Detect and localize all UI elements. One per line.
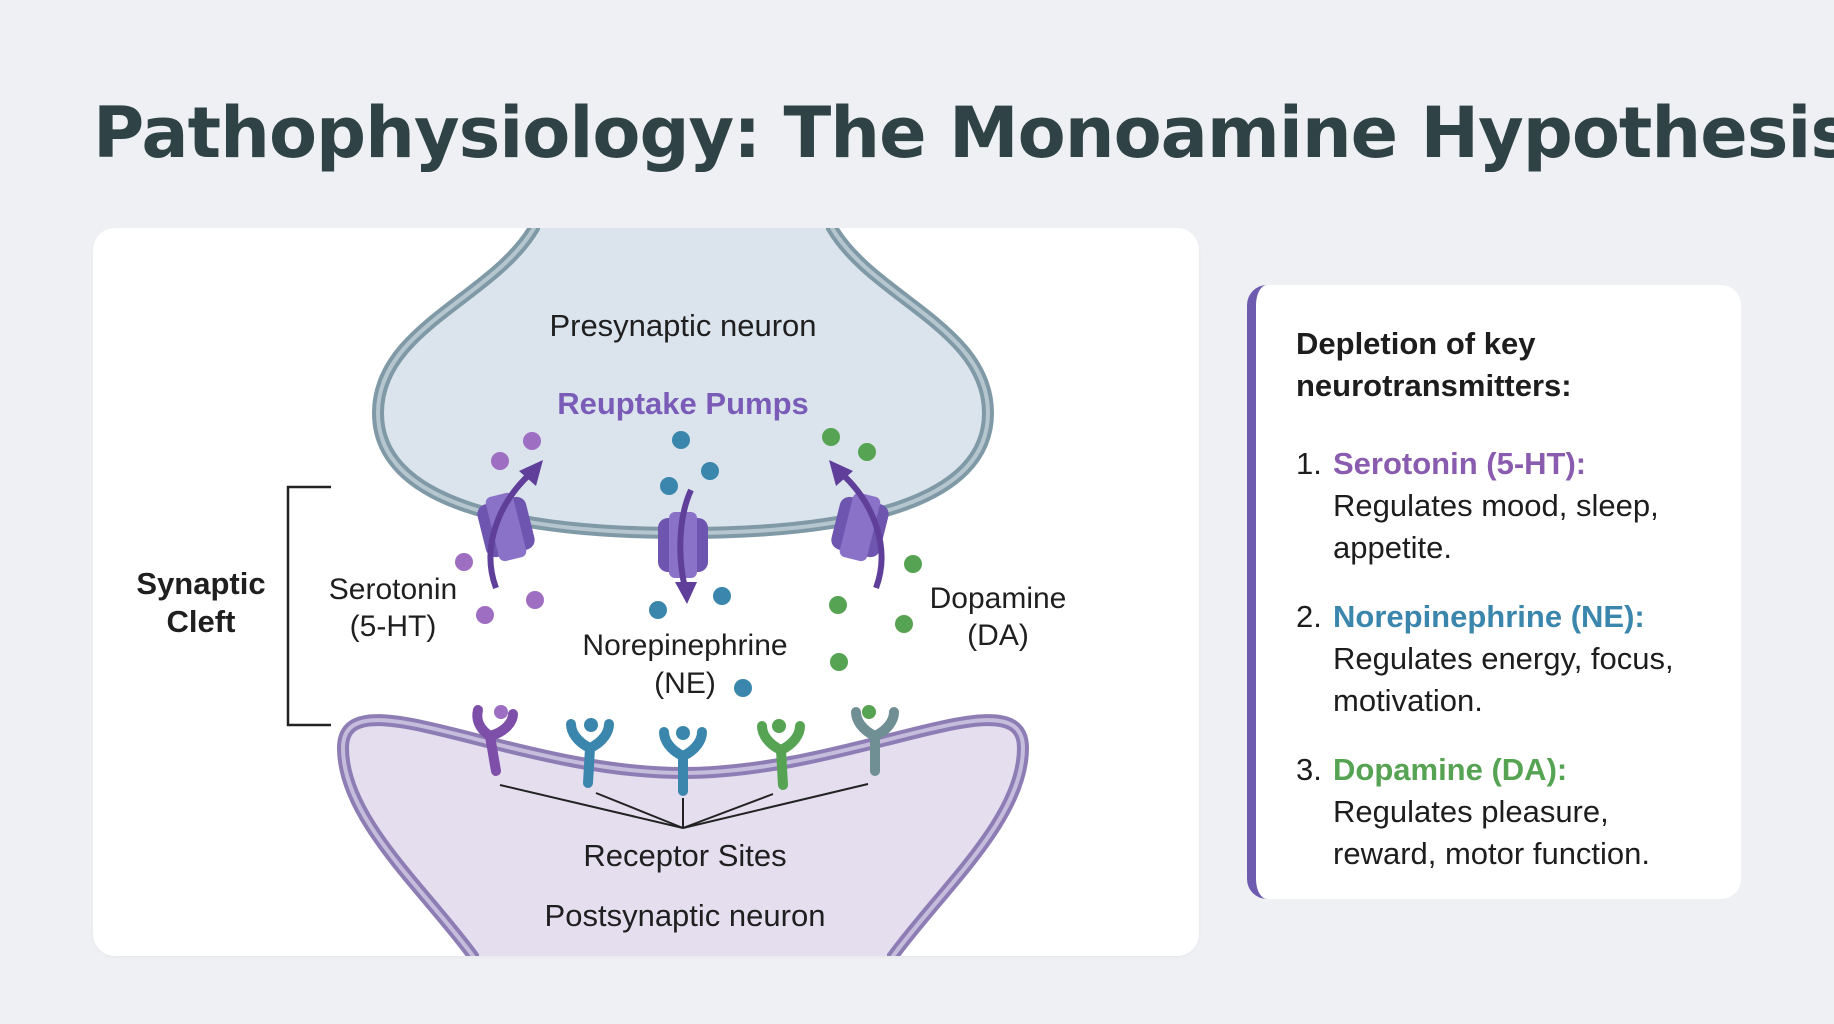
serotonin-molecules <box>455 432 544 624</box>
receptor-norepinephrine-2 <box>659 726 707 796</box>
cleft-bracket <box>286 485 331 727</box>
list-item-name: Serotonin (5-HT): <box>1333 446 1587 481</box>
norepinephrine-label-line2: (NE) <box>654 667 716 700</box>
info-heading-line1: Depletion of key <box>1296 326 1536 361</box>
list-item-number: 1. <box>1296 446 1322 481</box>
serotonin-label-line2: (5-HT) <box>350 610 437 643</box>
norepinephrine-molecules <box>649 431 752 697</box>
receptor-grey <box>851 705 899 776</box>
page-title: Pathophysiology: The Monoamine Hypothesi… <box>93 92 1834 174</box>
synaptic-cleft-label-line2: Cleft <box>167 604 236 639</box>
list-item-number: 2. <box>1296 599 1322 634</box>
list-item-desc-line1: Regulates mood, sleep, <box>1333 488 1659 523</box>
reuptake-arrow-serotonin <box>487 460 543 590</box>
info-heading: Depletion of key neurotransmitters: <box>1296 323 1711 407</box>
list-item-desc-line1: Regulates energy, focus, <box>1333 641 1674 676</box>
list-item-desc-line1: Regulates pleasure, <box>1333 794 1609 829</box>
list-item-desc-line2: reward, motor function. <box>1333 836 1651 871</box>
info-card: Depletion of key neurotransmitters: 1. S… <box>1247 285 1741 899</box>
receptor-dopamine <box>757 719 805 790</box>
presynaptic-label: Presynaptic neuron <box>549 308 816 343</box>
reuptake-pumps-label: Reuptake Pumps <box>557 386 809 421</box>
dopamine-label-line1: Dopamine <box>930 582 1067 615</box>
dopamine-molecules <box>822 428 922 671</box>
list-item-norepinephrine: 2. Norepinephrine (NE): Regulates energy… <box>1296 596 1711 722</box>
list-item-dopamine: 3. Dopamine (DA): Regulates pleasure, re… <box>1296 749 1711 875</box>
dopamine-label-line2: (DA) <box>967 619 1029 652</box>
serotonin-label-line1: Serotonin <box>329 573 457 606</box>
synapse-illustration: Presynaptic neuron Reuptake Pumps Synapt… <box>136 228 1067 956</box>
list-item-name: Norepinephrine (NE): <box>1333 599 1645 634</box>
receptor-pointer-lines <box>499 783 869 829</box>
presynaptic-neuron <box>371 228 995 540</box>
release-arrow-norepinephrine <box>675 488 697 604</box>
postsynaptic-label: Postsynaptic neuron <box>545 898 826 933</box>
list-item-serotonin: 1. Serotonin (5-HT): Regulates mood, sle… <box>1296 443 1711 569</box>
synaptic-cleft-label-line1: Synaptic <box>136 566 265 601</box>
list-item-number: 3. <box>1296 752 1322 787</box>
list-item-desc-line2: appetite. <box>1333 530 1452 565</box>
info-heading-line2: neurotransmitters: <box>1296 368 1572 403</box>
receptor-sites-label: Receptor Sites <box>583 838 786 873</box>
neurotransmitter-list: 1. Serotonin (5-HT): Regulates mood, sle… <box>1296 443 1711 875</box>
synapse-diagram: Presynaptic neuron Reuptake Pumps Synapt… <box>93 228 1199 956</box>
norepinephrine-label-line1: Norepinephrine <box>582 629 787 662</box>
list-item-desc-line2: motivation. <box>1333 683 1483 718</box>
receptor-serotonin <box>472 705 518 776</box>
list-item-name: Dopamine (DA): <box>1333 752 1568 787</box>
receptor-norepinephrine-1 <box>566 718 614 788</box>
reuptake-arrow-dopamine <box>829 460 885 590</box>
